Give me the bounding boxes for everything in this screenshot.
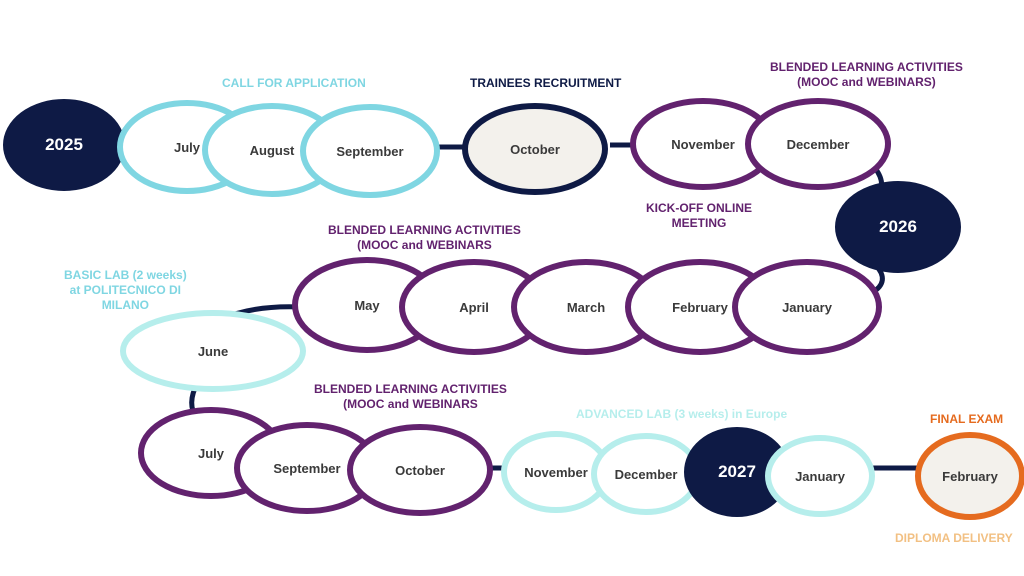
year-2027-label: 2027 — [718, 462, 756, 481]
month-february-2027-label: February — [942, 469, 998, 484]
advanced-lab-label: ADVANCED LAB (3 weeks) in Europe — [576, 407, 788, 421]
month-february-2027-shape — [915, 432, 1024, 520]
month-september-2026: September — [234, 422, 380, 514]
month-october-2025-label: October — [510, 142, 560, 157]
month-july-2026-label: July — [198, 446, 225, 461]
month-december-2025: December — [745, 98, 891, 190]
basic-lab-label: BASIC LAB (2 weeks) at POLITECNICO DI MI… — [64, 268, 187, 313]
month-december-2025-shape — [745, 98, 891, 190]
blended-learning-label-2-line1: BLENDED LEARNING ACTIVITIES — [328, 223, 521, 237]
month-october-2026: October — [347, 424, 493, 516]
month-october-2025: October — [462, 103, 608, 195]
blended-learning-label-1-line2: (MOOC and WEBINARS) — [797, 75, 936, 89]
month-january-2026-shape — [732, 259, 882, 355]
month-september-2025: September — [300, 104, 440, 198]
kickoff-meeting-label-line2: MEETING — [671, 216, 727, 230]
kickoff-meeting-label-line1: KICK-OFF ONLINE — [646, 201, 752, 215]
kickoff-meeting-label: KICK-OFF ONLINE MEETING — [646, 201, 752, 231]
year-2026: 2026 — [835, 181, 961, 273]
year-2025-label: 2025 — [45, 135, 83, 154]
blended-learning-label-1-line1: BLENDED LEARNING ACTIVITIES — [770, 60, 963, 74]
month-march-2026-label: March — [567, 300, 605, 315]
trainees-recruitment-label: TRAINEES RECRUITMENT — [470, 76, 622, 90]
month-october-2026-shape — [347, 424, 493, 516]
month-august-2025-label: August — [250, 143, 295, 158]
month-october-2026-label: October — [395, 463, 445, 478]
call-for-application-label: CALL FOR APPLICATION — [222, 76, 366, 90]
month-june-2026-label: June — [198, 344, 228, 359]
month-december-2025-label: December — [787, 137, 850, 152]
final-exam-label: FINAL EXAM — [930, 412, 1004, 426]
blended-learning-label-3-line1: BLENDED LEARNING ACTIVITIES — [314, 382, 507, 396]
month-september-2026-label: September — [273, 461, 340, 476]
month-january-2027-shape — [765, 435, 875, 517]
month-november-2025-label: November — [671, 137, 735, 152]
month-september-2025-shape — [300, 104, 440, 198]
year-2026-label: 2026 — [879, 217, 917, 236]
month-may-2026-label: May — [354, 298, 380, 313]
month-october-2025-shape — [462, 103, 608, 195]
month-january-2026: January — [732, 259, 882, 355]
month-april-2026-label: April — [459, 300, 489, 315]
month-november-2026-label: November — [524, 465, 588, 480]
blended-learning-label-3: BLENDED LEARNING ACTIVITIES (MOOC and WE… — [314, 382, 507, 412]
month-december-2026-label: December — [615, 467, 678, 482]
basic-lab-label-line2: at POLITECNICO DI — [69, 283, 182, 297]
month-june-2026-shape — [120, 310, 306, 392]
blended-learning-label-2-line2: (MOOC and WEBINARS — [357, 238, 492, 252]
month-january-2026-label: January — [782, 300, 833, 315]
month-december-2026: December — [591, 433, 701, 515]
blended-learning-label-2: BLENDED LEARNING ACTIVITIES (MOOC and WE… — [328, 223, 521, 253]
blended-learning-label-1: BLENDED LEARNING ACTIVITIES (MOOC and WE… — [770, 60, 963, 90]
month-march-2026: March — [511, 259, 661, 355]
month-february-2027: February — [915, 432, 1024, 520]
month-june-2026: June — [120, 310, 306, 392]
year-2025: 2025 — [3, 99, 125, 191]
month-january-2027-label: January — [795, 469, 846, 484]
month-january-2027: January — [765, 435, 875, 517]
month-july-2025-label: July — [174, 140, 201, 155]
month-september-2025-label: September — [336, 144, 403, 159]
month-november-2026: November — [501, 431, 611, 513]
year-2026-shape — [835, 181, 961, 273]
blended-learning-label-3-line2: (MOOC and WEBINARS — [343, 397, 478, 411]
basic-lab-label-line3: MILANO — [101, 298, 150, 312]
month-february-2026-label: February — [672, 300, 728, 315]
year-2027: 2027 — [684, 427, 790, 517]
diploma-delivery-label: DIPLOMA DELIVERY — [895, 531, 1013, 545]
basic-lab-label-line1: BASIC LAB (2 weeks) — [64, 268, 187, 282]
